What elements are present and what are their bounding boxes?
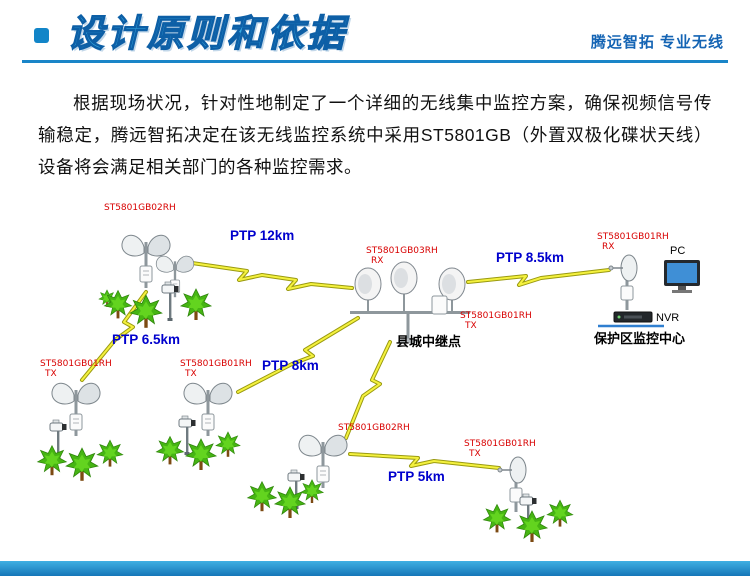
relay-caption: 县城中继点 (396, 334, 461, 349)
dish-antenna-icon (390, 261, 418, 295)
tree-icon (65, 447, 99, 482)
link-ptp-8-5km (466, 267, 611, 287)
crossbar (350, 310, 470, 314)
link-ptp-5km (348, 451, 501, 470)
page-title: 设计原则和依据 (66, 13, 347, 55)
tree-icon (215, 431, 241, 458)
tree-icon (483, 503, 511, 533)
node-role-label: TX (464, 321, 477, 331)
brand-tagline: 腾远智拓 专业无线 (590, 33, 724, 51)
pc-icon (664, 259, 700, 293)
header: 设计原则和依据 腾远智拓 专业无线 (0, 0, 750, 55)
site-bottom-center: ST5801GB02RH (247, 423, 410, 519)
node-label: ST5801GB03RH (366, 246, 438, 256)
node-role-label: TX (184, 369, 197, 379)
link-label-5km: PTP 5km (388, 469, 445, 484)
dish-antenna-icon (438, 267, 466, 301)
node-role-label: TX (468, 449, 481, 459)
node-role-label: RX (602, 242, 614, 252)
nvr-icon (613, 311, 653, 323)
mast (406, 313, 410, 340)
link-label-8km: PTP 8km (262, 358, 319, 373)
bottom-bar (0, 561, 750, 576)
site-lower-left-2: ST5801GB01RH TX (156, 359, 252, 471)
link-ptp-8km (236, 315, 360, 394)
intro-paragraph: 根据现场状况，针对性地制定了一个详细的无线集中监控方案，确保视频信号传输稳定，腾… (38, 92, 712, 178)
node-label: ST5801GB01RH (597, 232, 669, 242)
node-label: ST5801GB01RH (460, 311, 532, 321)
site-lower-left-1: ST5801GB01RH TX (37, 359, 124, 482)
dish-antenna-icon (183, 382, 233, 437)
tree-icon (516, 510, 548, 543)
node-role-label: TX (44, 369, 57, 379)
node-label: ST5801GB02RH (338, 423, 410, 433)
node-label: ST5801GB01RH (40, 359, 112, 369)
pc-label: PC (670, 245, 685, 257)
tree-icon (300, 479, 324, 504)
tree-icon (129, 294, 163, 329)
site-relay-cluster: ST5801GB03RH RX ST5801GB01RH TX 县城中继点 (350, 246, 532, 349)
network-diagram: ST5801GB02RH ST5801GB03RH R (37, 203, 700, 543)
site-monitoring-center: ST5801GB01RH RX PC NVR 保护区监控中心 (593, 232, 700, 346)
bullet-square-icon (34, 27, 49, 43)
tree-icon (156, 435, 184, 465)
tree-icon (247, 481, 277, 512)
node-label: ST5801GB01RH (180, 359, 252, 369)
tree-icon (274, 486, 306, 519)
node-label: ST5801GB01RH (464, 439, 536, 449)
header-divider (22, 59, 728, 63)
link-label-6-5km: PTP 6.5km (112, 332, 180, 347)
dish-antenna-icon (298, 434, 348, 489)
link-ptp-12km (190, 260, 354, 291)
mast-base (398, 338, 418, 344)
nvr-label: NVR (656, 312, 679, 324)
dish-antenna-icon (608, 254, 638, 311)
tree-icon (546, 499, 574, 527)
node-label: ST5801GB02RH (104, 203, 176, 213)
link-label-8-5km: PTP 8.5km (496, 250, 564, 265)
tree-icon (96, 439, 124, 467)
radio-box-icon (431, 295, 448, 315)
site-topleft: ST5801GB02RH (98, 203, 212, 329)
link-label-12km: PTP 12km (230, 228, 294, 243)
tree-icon (185, 438, 217, 471)
site-bottom-right: ST5801GB01RH TX (464, 439, 574, 543)
center-caption: 保护区监控中心 (593, 331, 685, 346)
ptz-camera-icon (161, 281, 179, 322)
link-relay-to-bottom (344, 339, 392, 440)
tree-icon (37, 445, 67, 476)
node-role-label: RX (371, 256, 383, 266)
tree-icon (180, 288, 212, 321)
dish-antenna-icon (354, 267, 382, 301)
